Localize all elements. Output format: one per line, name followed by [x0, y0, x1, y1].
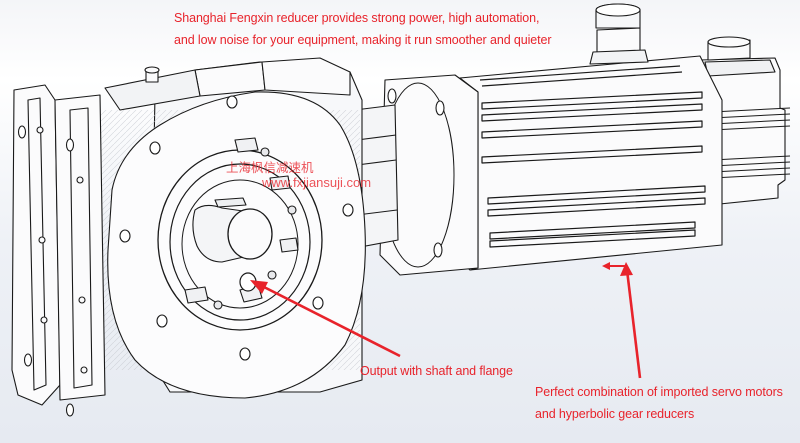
combination-line-2: and hyperbolic gear reducers — [535, 407, 695, 421]
servo-arrow — [602, 262, 642, 379]
combination-annotation: Perfect combination of imported servo mo… — [535, 381, 783, 425]
headline: Shanghai Fengxin reducer provides strong… — [174, 7, 552, 51]
servo-motor — [354, 3, 791, 276]
headline-line-2: and low noise for your equipment, making… — [174, 33, 552, 47]
watermark-url: www.fxjiansuji.com — [262, 175, 372, 190]
output-annotation: Output with shaft and flange — [360, 364, 513, 378]
headline-line-1: Shanghai Fengxin reducer provides strong… — [174, 11, 540, 25]
watermark-chinese: 上海枫信减速机 — [226, 160, 314, 175]
gear-reducer-housing — [11, 57, 366, 417]
output-arrow — [250, 280, 401, 358]
combination-line-1: Perfect combination of imported servo mo… — [535, 385, 783, 399]
